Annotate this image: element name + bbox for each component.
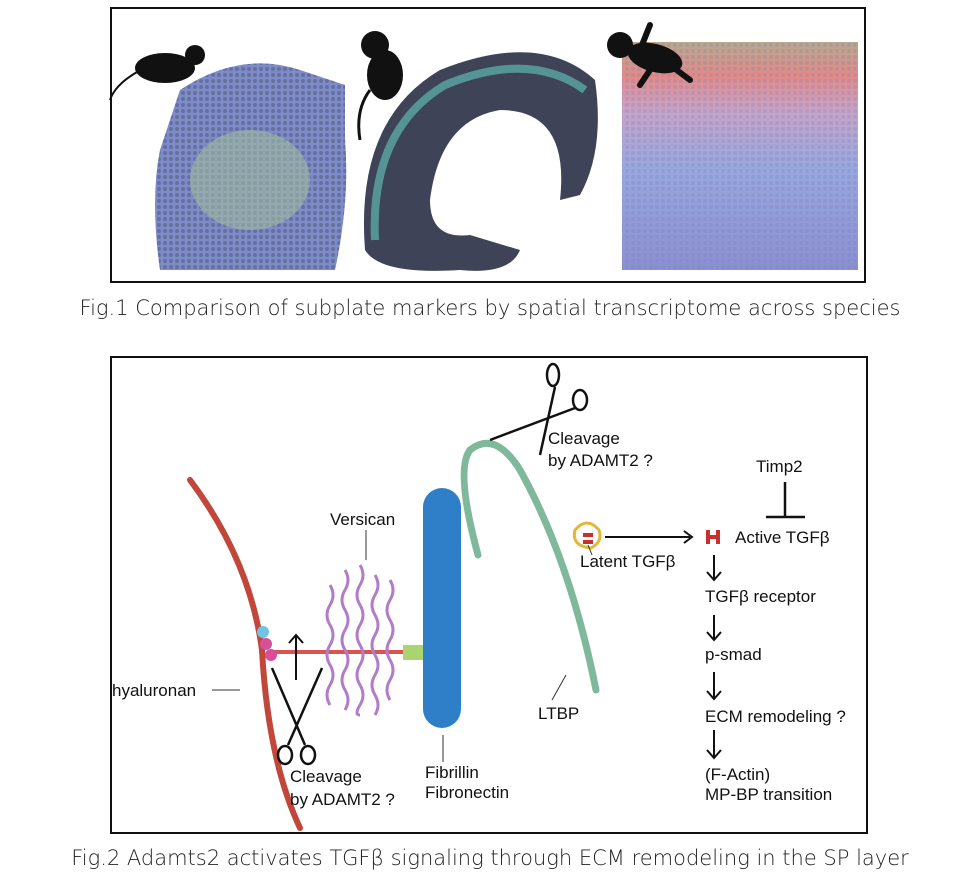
up-arrow [288,633,304,680]
timp2-label: Timp2 [756,457,803,476]
pathway-step-psmad: p-smad [705,645,762,664]
pathway-step-receptor: TGFβ receptor [705,587,816,606]
mouse-silhouette-icon [109,45,205,101]
ltbp-strand [460,439,600,694]
fibrillin-fibronectin-rod [423,488,461,728]
pathway-step-factin: (F-Actin) [705,765,770,784]
ltbp-label: LTBP [538,704,579,723]
cleavage-top-label: Cleavage [548,429,620,448]
scissors-icon-bottom [270,667,324,766]
human-tissue-section [622,42,858,270]
versican-chains [325,564,395,717]
hyaluronan-strand [187,477,303,831]
fig1-caption: Fig.1 Comparison of subplate markers by … [79,296,901,320]
monkey-tissue-section [363,52,598,271]
pathway-arrows [706,555,722,760]
fig2-caption: Fig.2 Adamts2 activates TGFβ signaling t… [71,846,909,870]
fig2-frame [110,356,868,834]
timp2-inhibition-bar [766,482,805,519]
binding-domain [403,645,425,660]
latent-tgfb-icon [572,521,602,550]
link-protein-pink [260,638,272,650]
pathway-step-active-tgfb: Active TGFβ [735,528,830,547]
infant-silhouette-icon [607,22,693,88]
versican-label: Versican [330,510,395,529]
mouse-tissue-section [155,63,347,271]
latent-tgfb-label: Latent TGFβ [580,552,676,571]
scissors-icon-top [489,362,589,456]
hyaluronan-label: hyaluronan [112,681,196,700]
fibrillin-label: Fibrillin [425,763,479,782]
cleavage-top-enzyme-label: by ADAMT2 ? [548,451,653,470]
cleavage-bottom-enzyme-label: by ADAMT2 ? [290,790,395,809]
latent-tgfb-pointer-line [587,544,593,556]
fibronectin-label: Fibronectin [425,783,509,802]
link-protein-pink-2 [265,649,277,661]
link-protein-blue [257,626,269,638]
pathway-step-transition: MP-BP transition [705,785,832,804]
active-tgfb-icon [706,530,720,544]
ltbp-pointer-line [551,674,567,701]
pathway-step-ecm: ECM remodeling ? [705,707,846,726]
activation-arrowhead [683,530,694,544]
cleavage-bottom-label: Cleavage [290,767,362,786]
monkey-silhouette-icon [357,31,403,141]
